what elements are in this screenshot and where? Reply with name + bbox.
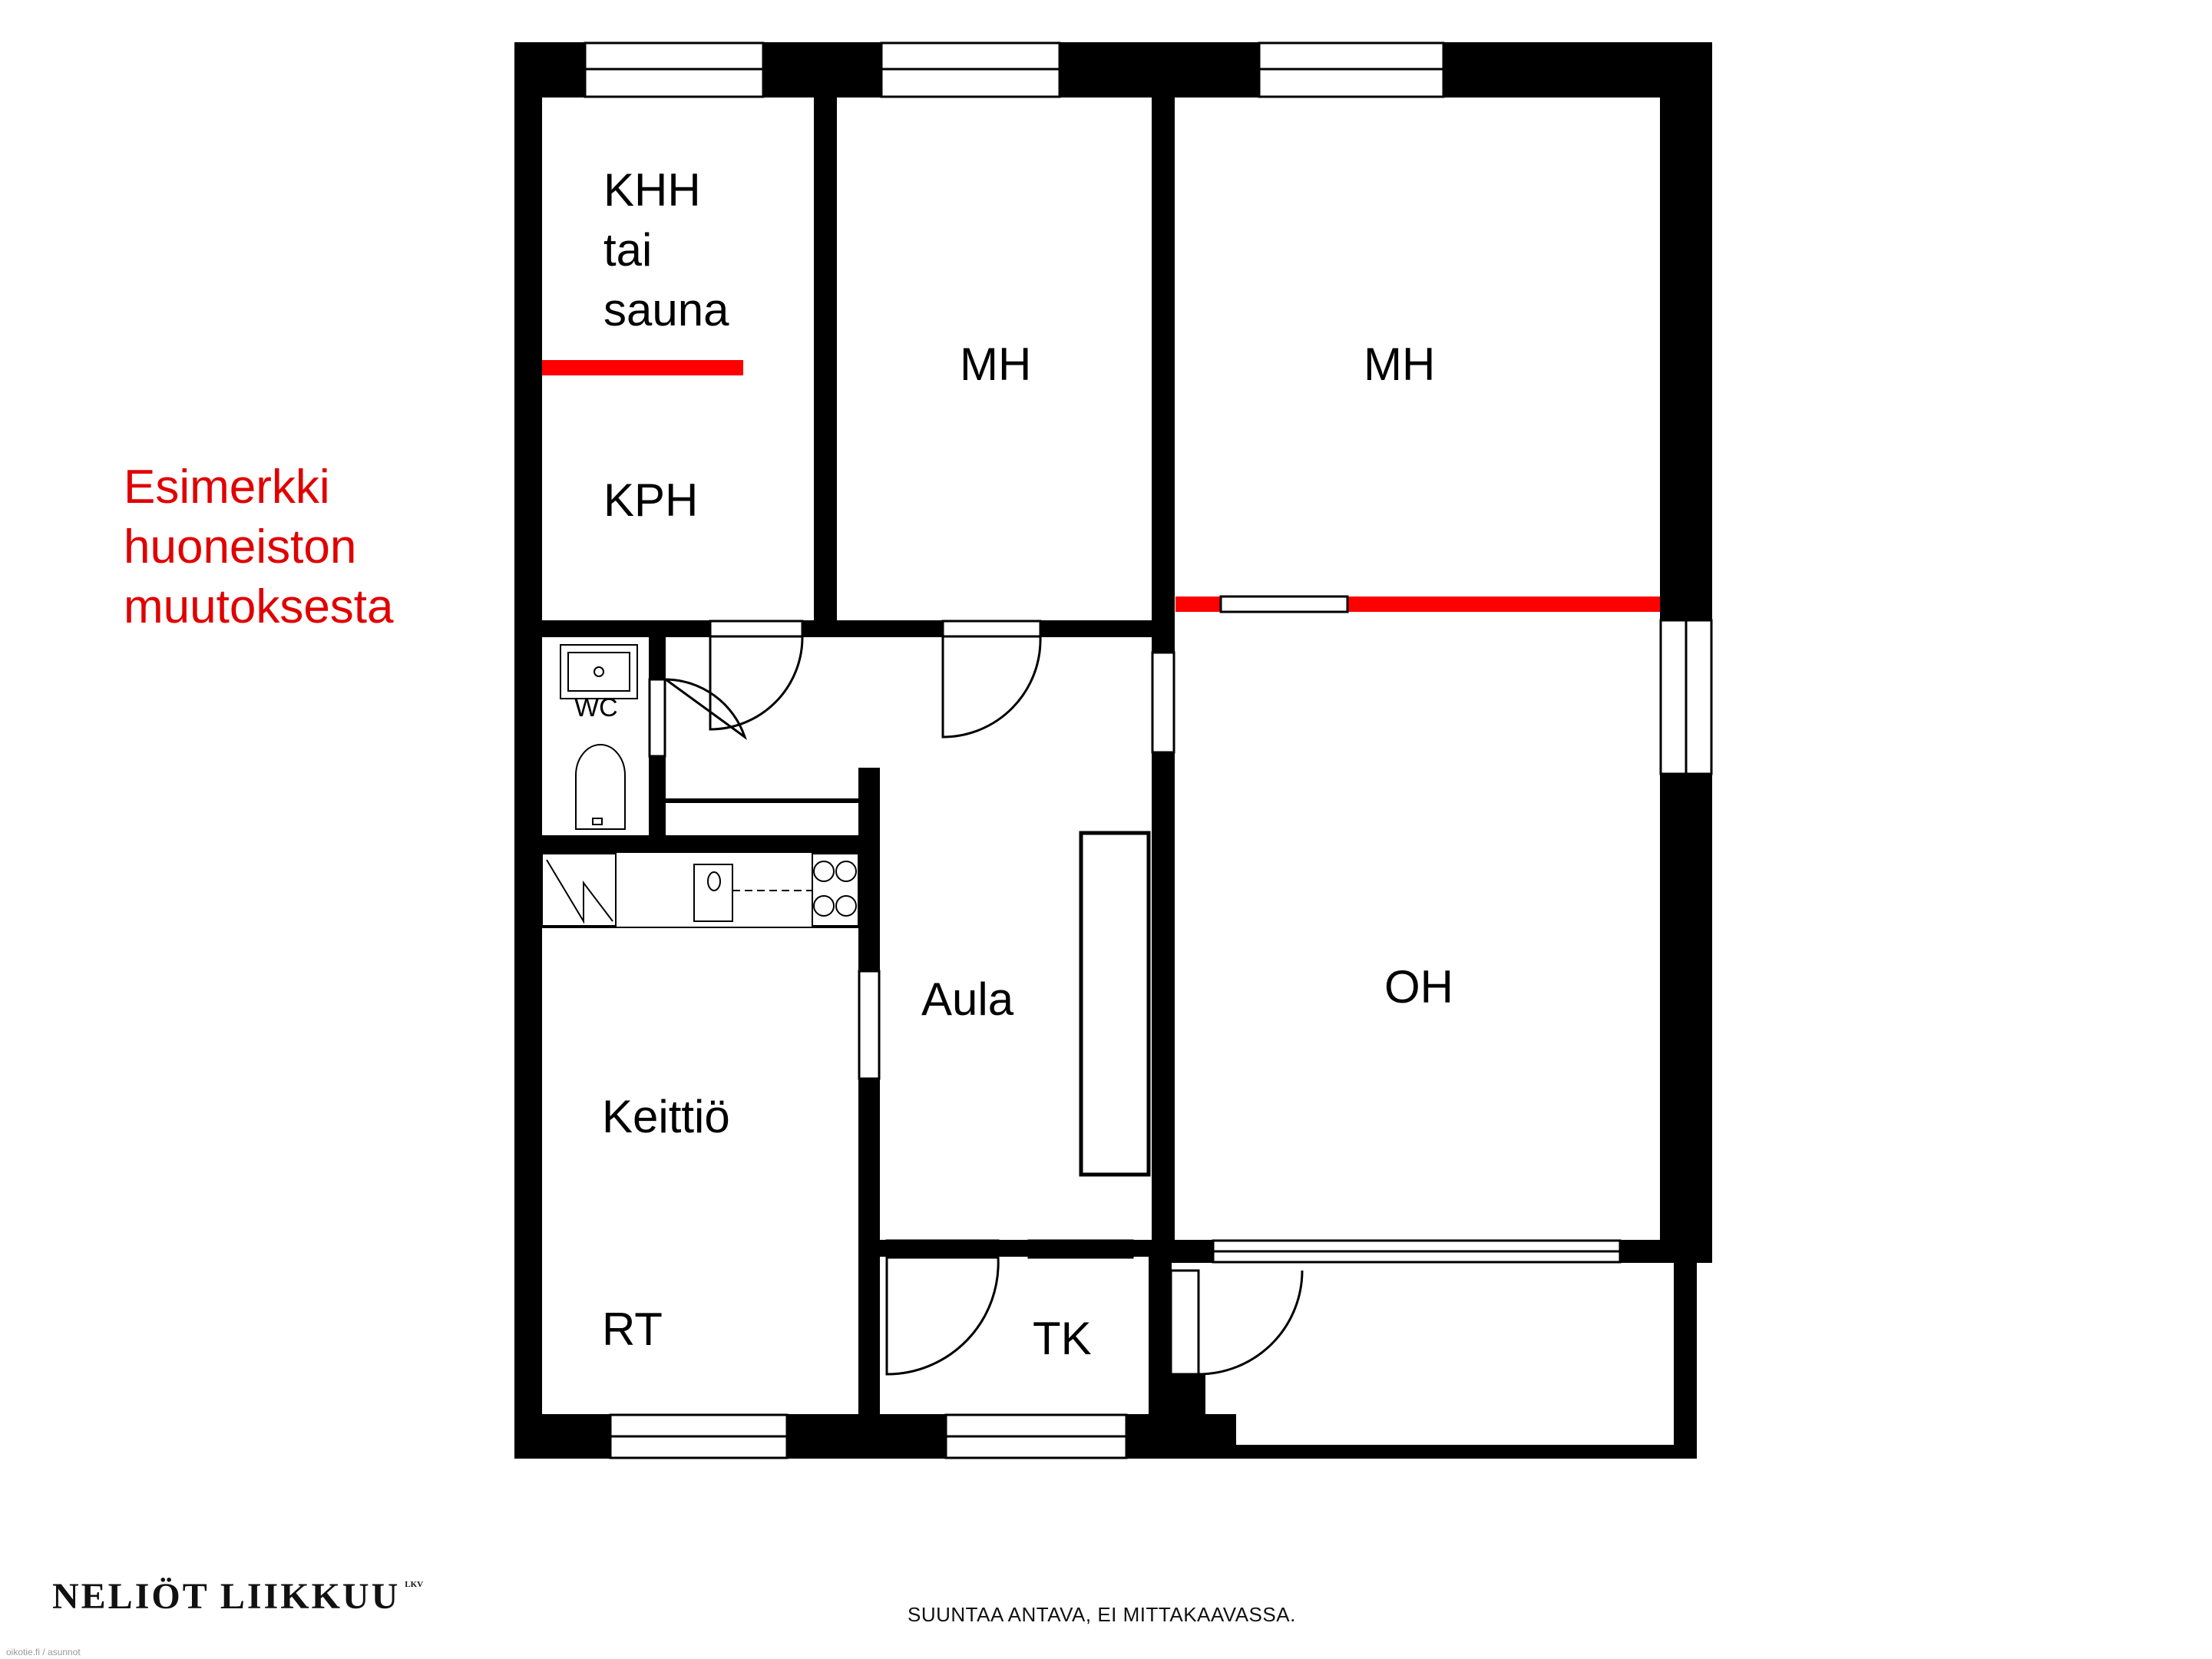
- label-wc: WC: [574, 693, 618, 722]
- label-tk: TK: [1033, 1313, 1092, 1364]
- source-credit: oikotie.fi / asunnot: [6, 1647, 81, 1657]
- brand-suffix: LKV: [405, 1580, 424, 1589]
- label-mh-right: MH: [1364, 339, 1435, 390]
- mh-oh-new-door: [1219, 595, 1349, 613]
- label-aula: Aula: [921, 973, 1014, 1025]
- note-line-3: muutoksesta: [124, 580, 394, 633]
- aula-closet: [1079, 831, 1151, 1177]
- label-keittio: Keittiö: [602, 1091, 730, 1142]
- note-line-2: huoneiston: [124, 521, 357, 573]
- brand-name: NELIÖT LIIKKUU: [52, 1576, 401, 1617]
- note-line-1: Esimerkki: [124, 461, 330, 514]
- wc-fixtures: [560, 644, 638, 830]
- label-kph: KPH: [603, 474, 698, 526]
- khh-kph-new-wall: [542, 360, 743, 375]
- change-markers: [542, 360, 1660, 613]
- label-khh-2: tai: [603, 224, 652, 276]
- label-mh-left: MH: [960, 339, 1031, 390]
- label-khh-3: sauna: [603, 284, 729, 335]
- brand-logo: NELIÖT LIIKKUU LKV: [52, 1575, 423, 1618]
- scale-disclaimer: SUUNTAA ANTAVA, EI MITTAKAAVASSA.: [908, 1603, 1296, 1626]
- change-note: Esimerkki huoneiston muutoksesta: [124, 458, 394, 637]
- label-rt: RT: [602, 1304, 663, 1355]
- label-khh-1: KHH: [603, 164, 701, 216]
- label-oh: OH: [1384, 961, 1453, 1013]
- doors: [648, 620, 1304, 1376]
- kitchen-counter: [541, 851, 859, 928]
- room-labels: KHH tai sauna KPH MH MH WC Aula OH Keitt…: [574, 164, 1453, 1364]
